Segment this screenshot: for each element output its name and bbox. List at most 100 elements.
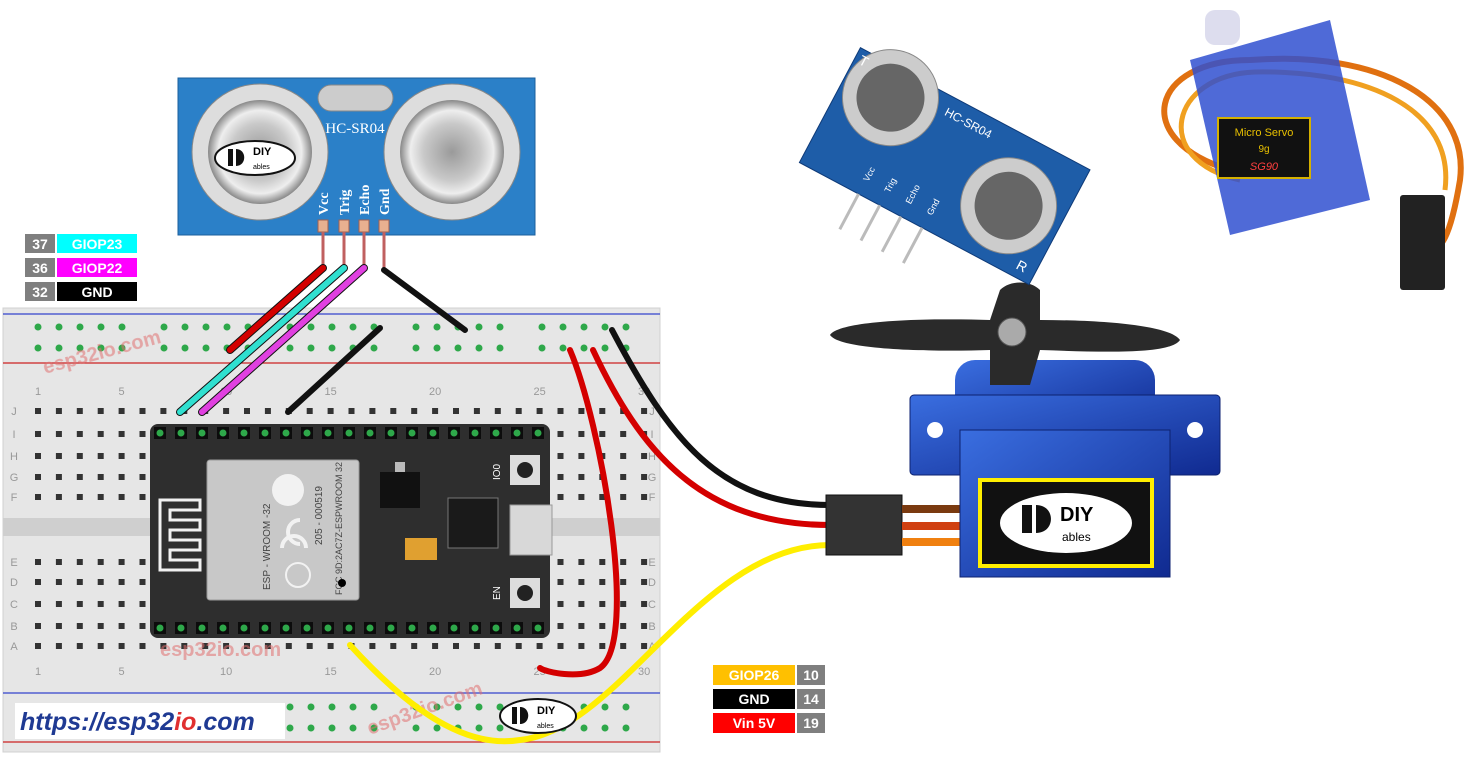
rail-hole (601, 323, 609, 331)
breadboard-hole (35, 579, 41, 585)
breadboard-hole (139, 408, 146, 414)
esp32-pin (450, 429, 458, 437)
rail-hole (454, 344, 462, 352)
esp32-pin (387, 429, 395, 437)
breadboard-hole (641, 453, 648, 459)
module-fcc: FCC 9D:2AC7Z-ESPWROOM 32 (334, 462, 344, 595)
logo-diy: DIY (1060, 504, 1094, 526)
breadboard-hole (97, 431, 104, 437)
breadboard-hole (223, 643, 230, 649)
rail-hole (475, 344, 483, 352)
row-letter: G (10, 472, 19, 484)
crystal (317, 84, 394, 112)
esp32-pin (366, 429, 374, 437)
pin-label-echo: Echo (358, 185, 373, 215)
rail-hole (475, 703, 483, 711)
rail-hole (370, 724, 378, 732)
logo-ables: ables (1062, 530, 1091, 544)
breadboard-hole (76, 579, 83, 585)
wire-servo-gnd (609, 327, 833, 508)
row-letter: C (10, 599, 18, 611)
breadboard-hole (118, 579, 125, 585)
breadboard-hole (536, 408, 543, 414)
row-letter: C (648, 599, 656, 611)
breadboard-hole (97, 408, 104, 414)
breadboard-hole (76, 431, 83, 437)
site-url[interactable]: https://esp32io.com (20, 708, 255, 736)
column-number: 20 (429, 386, 441, 398)
breadboard-hole (97, 474, 104, 480)
row-letter: I (12, 429, 15, 441)
rail-hole (97, 323, 105, 331)
sg90-servo: DIY ables (830, 282, 1221, 578)
esp32-pin (450, 624, 458, 632)
breadboard-hole (139, 431, 146, 437)
rail-hole (538, 344, 546, 352)
pin-number: 14 (803, 691, 819, 707)
breadboard-hole (515, 408, 522, 414)
esp32-pin (240, 429, 248, 437)
rail-hole (349, 323, 357, 331)
antenna-icon (158, 498, 202, 572)
row-letter: J (649, 406, 655, 418)
esp32-pin (345, 624, 353, 632)
rail-hole (97, 344, 105, 352)
rail-hole (202, 323, 210, 331)
breadboard-hole (118, 623, 125, 629)
breadboard-hole (76, 643, 83, 649)
rail-hole (412, 724, 420, 732)
esp32-pin (261, 624, 269, 632)
breadboard-hole (390, 643, 397, 649)
breadboard-hole (139, 559, 146, 565)
breadboard-hole (139, 474, 146, 480)
rail-hole (118, 344, 126, 352)
row-letter: B (648, 621, 655, 633)
breadboard-hole (55, 494, 62, 500)
row-letter: H (10, 451, 18, 463)
breadboard-hole (599, 559, 606, 565)
sensor-model: HC-SR04 (325, 121, 385, 137)
rail-hole (160, 323, 168, 331)
rail-hole (34, 323, 42, 331)
breadboard-hole (55, 623, 62, 629)
column-number: 1 (35, 386, 41, 398)
breadboard-hole (494, 643, 501, 649)
breadboard-hole (557, 623, 564, 629)
row-letter: G (648, 472, 657, 484)
breadboard-hole (536, 643, 543, 649)
row-letter: H (648, 451, 656, 463)
esp32-pin (177, 624, 185, 632)
breadboard-hole (348, 408, 355, 414)
breadboard-hole (244, 643, 250, 649)
breadboard-hole (557, 494, 564, 500)
breadboard-hole (306, 408, 313, 414)
pin-label-vcc: Vcc (317, 192, 332, 215)
rail-hole (328, 703, 336, 711)
breadboard-hole (599, 494, 606, 500)
breadboard-hole (306, 643, 313, 649)
servo-connector (825, 494, 972, 556)
breadboard-hole (35, 601, 41, 607)
esp32-pin (387, 624, 395, 632)
pin-name: GIOP26 (729, 667, 780, 683)
rail-hole (496, 703, 504, 711)
breadboard-hole (411, 408, 418, 414)
breadboard-hole (118, 494, 125, 500)
regulator (380, 472, 420, 508)
micro-usb-port[interactable] (509, 504, 553, 556)
watermark: esp32io.com (160, 639, 281, 661)
esp32-pin (324, 429, 332, 437)
breadboard-hole (473, 643, 480, 649)
wire-gnd-sensor (381, 267, 468, 333)
breadboard-hole (473, 408, 480, 414)
rail-hole (370, 703, 378, 711)
breadboard-hole (620, 643, 627, 649)
breadboard-hole (223, 408, 230, 414)
pin-label-trig: Trig (338, 190, 353, 215)
pin-number: 37 (32, 236, 48, 252)
breadboard-hole (578, 431, 585, 437)
breadboard-hole (620, 431, 627, 437)
rail-hole (433, 724, 441, 732)
breadboard-hole (76, 494, 83, 500)
breadboard-hole (578, 643, 585, 649)
